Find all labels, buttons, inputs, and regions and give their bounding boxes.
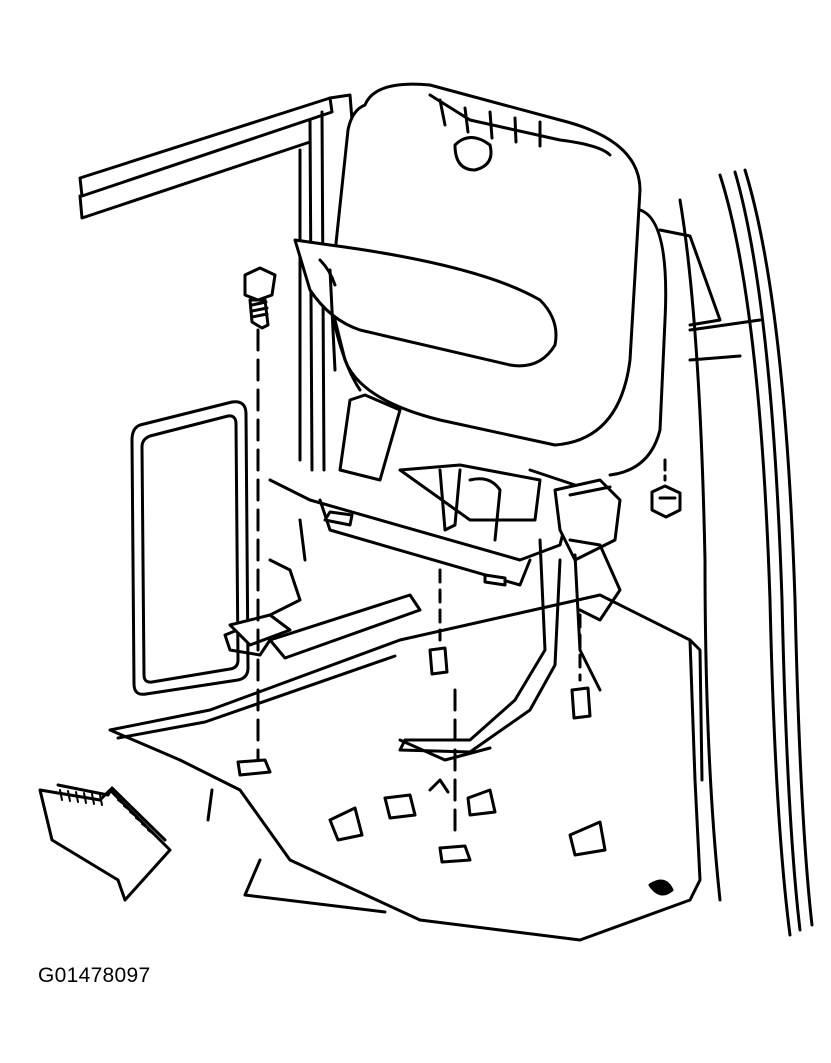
floor-studs: [238, 690, 672, 894]
mounting-bolt: [245, 268, 275, 760]
seat-cushion: [295, 240, 556, 370]
right-seat-legs: [400, 540, 600, 760]
mounting-nut: [430, 460, 680, 718]
side-window-frame: [132, 402, 248, 695]
left-seat-leg: [225, 520, 420, 658]
door-pillar: [660, 170, 812, 935]
floor-panel: [110, 595, 702, 940]
figure-code-label: G01478097: [38, 964, 151, 987]
seat-back: [330, 84, 666, 475]
front-direction-arrow: [40, 785, 170, 900]
